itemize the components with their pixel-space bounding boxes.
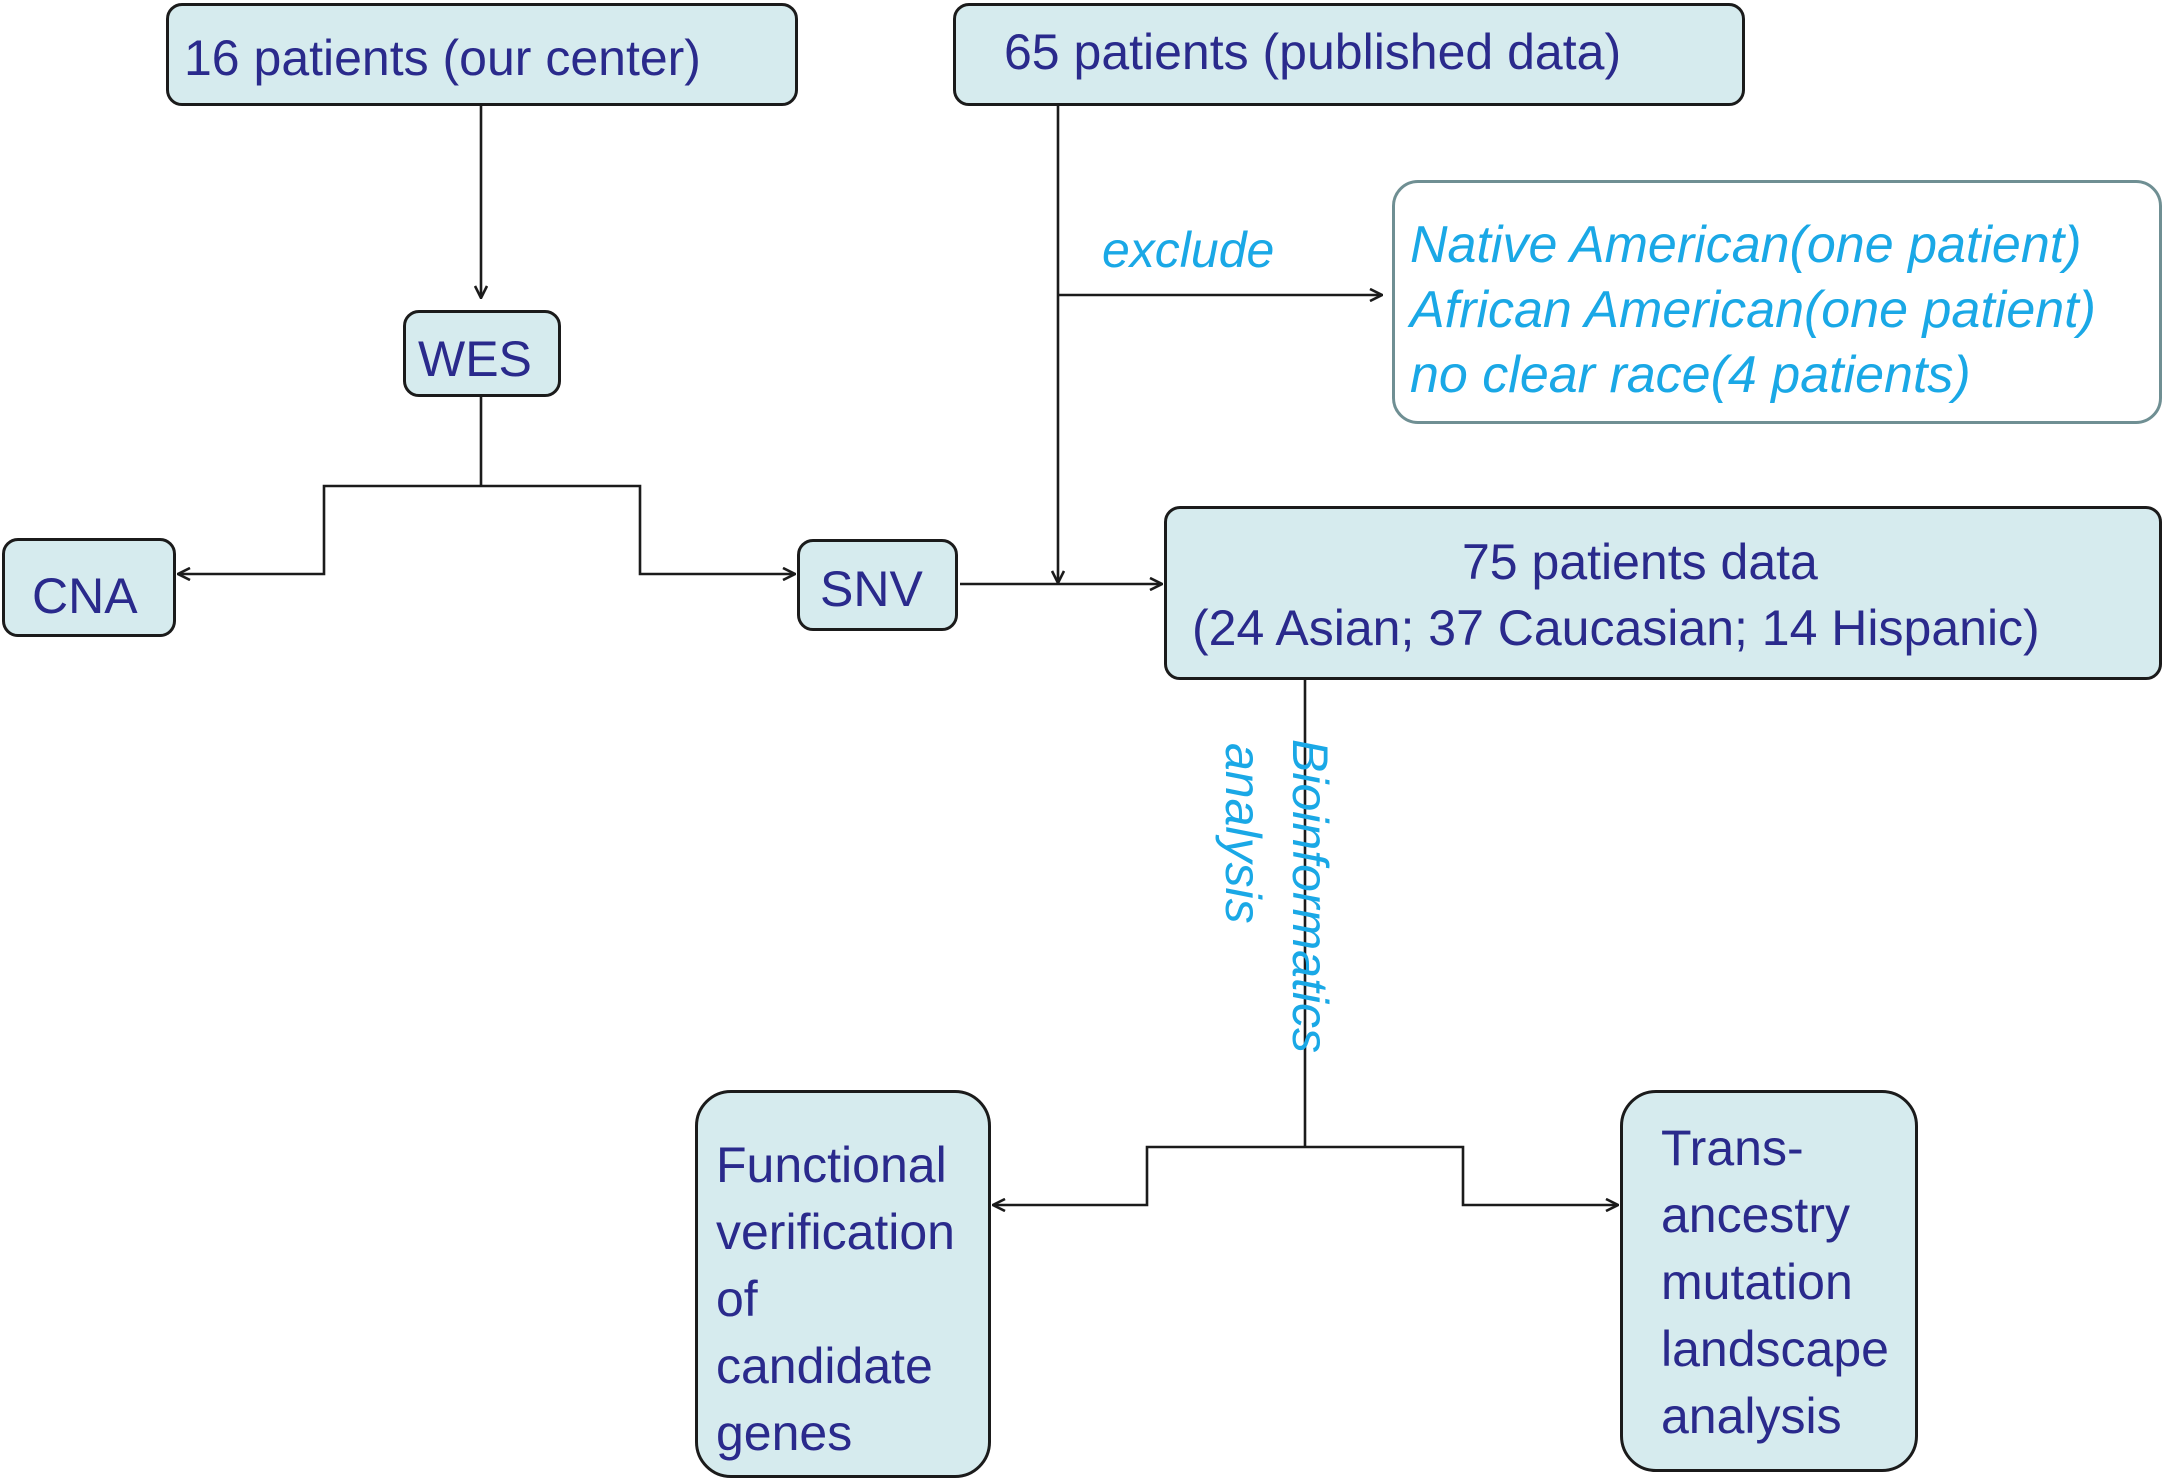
trans-line-5: analysis	[1661, 1388, 1842, 1444]
node-excluded: Native American(one patient) African Ame…	[1392, 180, 2162, 424]
node-combined-line-2: (24 Asian; 37 Caucasian; 14 Hispanic)	[1192, 600, 2040, 656]
node-combined: 75 patients data (24 Asian; 37 Caucasian…	[1164, 506, 2162, 680]
functional-line-5: genes	[716, 1405, 853, 1461]
excluded-line-1: Native American(one patient)	[1410, 216, 2082, 274]
node-wes: WES	[403, 310, 561, 397]
arrow-wes-to-snv	[481, 484, 795, 574]
excluded-line-2: African American(one patient)	[1410, 281, 2096, 339]
excluded-line-3: no clear race(4 patients)	[1410, 346, 1971, 404]
functional-line-2: verification	[716, 1204, 955, 1260]
functional-line-1: Functional	[716, 1137, 947, 1193]
node-cna-label: CNA	[32, 568, 138, 624]
node-combined-line-1: 75 patients data	[1462, 534, 1818, 590]
trans-line-3: mutation	[1661, 1254, 1853, 1310]
functional-line-3: of	[716, 1271, 758, 1327]
node-snv: SNV	[797, 539, 958, 631]
node-wes-label: WES	[418, 331, 532, 387]
node-cna: CNA	[2, 538, 176, 637]
edge-label-bioinformatics: Bioinformatics	[1282, 739, 1338, 1053]
node-own-center: 16 patients (our center)	[166, 3, 798, 106]
trans-line-4: landscape	[1661, 1321, 1889, 1377]
trans-line-2: ancestry	[1661, 1187, 1850, 1243]
node-own-center-label: 16 patients (our center)	[184, 30, 701, 86]
arrow-to-functional	[993, 1145, 1305, 1205]
edge-label-analysis: analysis	[1215, 743, 1271, 924]
arrow-to-trans	[1305, 1145, 1618, 1205]
node-published: 65 patients (published data)	[953, 3, 1745, 106]
node-trans: Trans- ancestry mutation landscape analy…	[1620, 1090, 1918, 1472]
node-published-label: 65 patients (published data)	[1004, 24, 1622, 80]
node-functional: Functional verification of candidate gen…	[695, 1090, 991, 1478]
node-snv-label: SNV	[820, 561, 923, 617]
arrow-wes-to-cna	[178, 484, 481, 574]
trans-line-1: Trans-	[1661, 1120, 1804, 1176]
edge-label-exclude: exclude	[1102, 222, 1275, 278]
functional-line-4: candidate	[716, 1338, 933, 1394]
